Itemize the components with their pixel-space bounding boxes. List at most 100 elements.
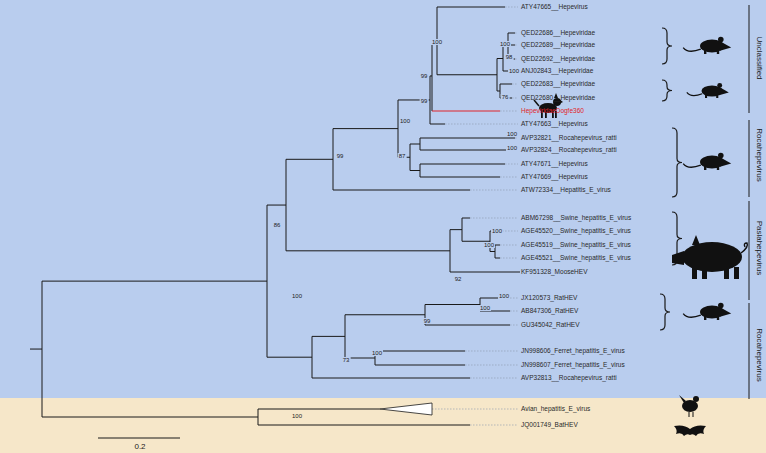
- taxon-label: ABM67298__Swine_hepatitis_E_virus: [521, 215, 631, 222]
- tree-branch: [497, 59, 498, 92]
- scale-bar: [98, 438, 180, 439]
- mammal-band: [0, 0, 766, 398]
- taxon-label: Avian_hepatitis_E_virus: [521, 406, 590, 413]
- taxon-label: ATY47669__Hepevirus: [521, 174, 588, 181]
- tree-branch: [420, 138, 421, 150]
- taxon-label: ATY47663__Hepevirus: [521, 121, 588, 128]
- leader-line: [465, 351, 518, 352]
- clade-bar: [749, 201, 750, 300]
- taxon-label: AGE45521__Swine_hepatitis_E_virus: [521, 255, 631, 262]
- taxon-label: JN998606_Ferret_hepatitis_E_virus: [521, 348, 625, 355]
- leader-line: [432, 409, 518, 410]
- tree-branch: [500, 84, 512, 85]
- bat-icon: [674, 425, 706, 436]
- tree-branch: [432, 41, 433, 111]
- clade-bar: [749, 120, 750, 197]
- leader-line: [510, 325, 518, 326]
- bootstrap-value: 87: [398, 153, 407, 159]
- tree-branch: [495, 258, 500, 259]
- tree-branch: [286, 250, 450, 251]
- tree-branch: [345, 315, 346, 358]
- tree-branch: [497, 58, 503, 59]
- tree-branch: [462, 218, 470, 219]
- bootstrap-value: 100: [483, 242, 495, 248]
- tree-branch: [425, 325, 510, 326]
- taxon-label: AB847306_RatHEV: [521, 308, 578, 315]
- leader-line: [445, 124, 518, 125]
- tree-branch: [420, 164, 505, 165]
- taxon-label: QED22692__Hepeviridae: [521, 56, 595, 63]
- tree-branch: [432, 111, 500, 112]
- leader-line: [470, 425, 518, 426]
- taxon-label: QED22689__Hepeviridae: [521, 42, 595, 49]
- leader-line: [470, 378, 518, 379]
- clade-bar: [749, 5, 750, 113]
- outgroup-band: [0, 398, 766, 453]
- taxon-label: QED22683__Hepeviridae: [521, 81, 595, 88]
- tree-branch: [462, 218, 463, 241]
- leader-line: [505, 7, 518, 8]
- tree-branch: [267, 205, 286, 206]
- leader-line: [512, 98, 518, 99]
- tree-branch: [312, 336, 345, 337]
- tree-branch: [398, 100, 399, 157]
- tree-branch: [420, 138, 515, 139]
- taxon-label: AVP32821__Rocahepevirus_ratti: [521, 135, 617, 142]
- bootstrap-value: 100: [491, 228, 503, 234]
- genus-label: Rocahepevirus: [755, 328, 763, 381]
- tree-branches: [30, 7, 520, 438]
- genus-label: Paslahepevirus: [755, 221, 763, 276]
- tree-branch: [258, 409, 380, 410]
- tree-branch: [450, 230, 451, 272]
- bootstrap-value: 100: [399, 118, 411, 124]
- leader-line: [515, 138, 518, 139]
- tree-branch: [450, 229, 462, 230]
- taxon-label: JQ001749_BatHEV: [521, 422, 578, 429]
- taxon-label: GU345042_RatHEV: [521, 322, 580, 329]
- taxon-label: AVP32813__Rocahepevirus_ratti: [521, 375, 617, 382]
- tree-branch: [333, 129, 334, 190]
- genus-label: Unclassified: [755, 36, 763, 79]
- rat-icon: [687, 83, 729, 98]
- tree-branch: [312, 336, 313, 378]
- rat-icon: [683, 153, 731, 170]
- tree-branch: [267, 205, 268, 357]
- tree-branch: [258, 425, 470, 426]
- tree-branch: [410, 170, 420, 171]
- rat-icon: [683, 37, 731, 54]
- bootstrap-value: 99: [336, 153, 345, 159]
- brace: [662, 28, 672, 64]
- bootstrap-value: 100: [508, 68, 520, 74]
- tree-branch: [420, 150, 515, 151]
- bootstrap-value: 100: [506, 145, 518, 151]
- brace: [672, 128, 682, 197]
- bootstrap-value: 92: [454, 276, 463, 282]
- bootstrap-value: 100: [371, 350, 383, 356]
- tree-branch: [425, 304, 480, 305]
- taxon-label: KF951328_MooseHEV: [521, 269, 588, 276]
- rat-icon: [683, 303, 731, 320]
- tree-branch: [410, 144, 411, 171]
- tree-branch: [30, 349, 42, 350]
- taxon-label: ANJ02843__Hepeviridae: [521, 68, 593, 75]
- tree-branch: [286, 159, 333, 160]
- taxon-label: HepeviridaeDogfe360: [521, 108, 584, 115]
- tree-branch: [345, 314, 425, 315]
- tree-branch: [267, 357, 312, 358]
- taxon-label: ATY47671__Hepevirus: [521, 161, 588, 168]
- taxon-label: JX120573_RatHEV: [521, 295, 577, 302]
- leader-line: [500, 177, 518, 178]
- clade-bar: [749, 303, 750, 399]
- tree-branch: [508, 33, 515, 34]
- leader-line: [515, 45, 518, 46]
- taxon-label: AGE45519__Swine_hepatitis_E_virus: [521, 242, 631, 249]
- tree-branch: [42, 417, 258, 418]
- bootstrap-value: 99: [420, 73, 429, 79]
- tree-branch: [430, 76, 431, 124]
- taxon-label: ATW72334__Hepatitis_E_virus: [521, 187, 611, 194]
- tree-branch: [375, 351, 465, 352]
- brace: [662, 80, 672, 101]
- bootstrap-value: 76: [501, 94, 510, 100]
